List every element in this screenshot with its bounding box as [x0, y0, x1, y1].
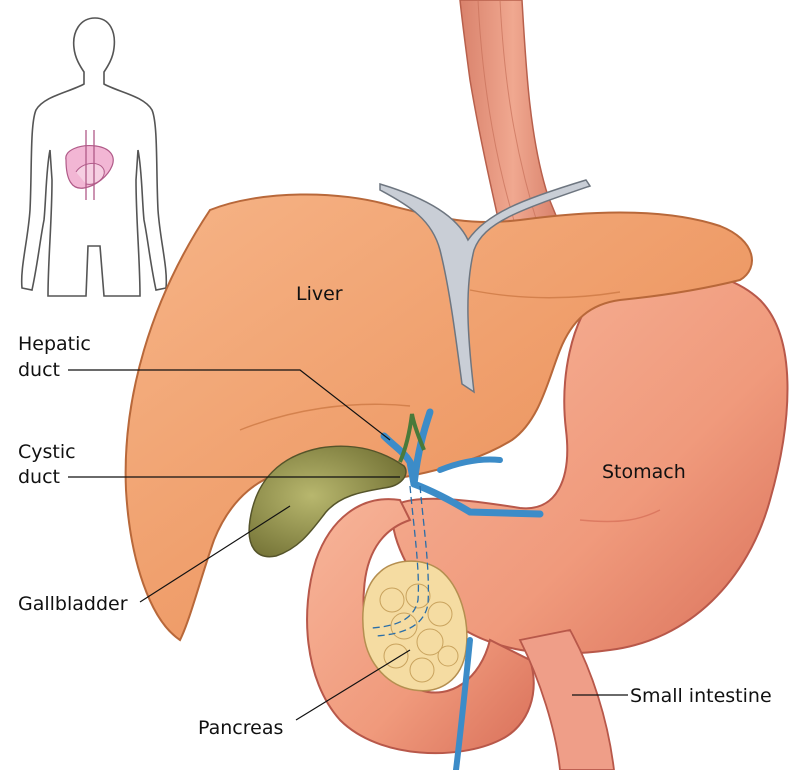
ligament	[379, 179, 592, 394]
label-liver: Liver	[296, 283, 343, 305]
stomach	[391, 269, 789, 655]
figure-organ-highlight	[65, 130, 114, 200]
liver	[124, 193, 753, 642]
gallbladder	[248, 445, 407, 558]
label-hepatic-duct-line2: duct	[18, 359, 60, 381]
label-pancreas: Pancreas	[198, 717, 284, 739]
label-stomach: Stomach	[602, 461, 686, 483]
hepatic-duct-leader	[68, 369, 391, 441]
label-small-intestine: Small intestine	[630, 685, 772, 707]
body-outline-figure	[20, 17, 168, 297]
gallbladder-leader	[139, 505, 291, 603]
body-silhouette	[20, 17, 168, 297]
label-gallbladder: Gallbladder	[18, 593, 128, 615]
label-cystic-duct-line1: Cystic	[18, 441, 76, 463]
label-hepatic-duct-line1: Hepatic	[18, 333, 91, 355]
leader-lines	[68, 369, 628, 721]
label-cystic-duct-line2: duct	[18, 466, 60, 488]
pancreas-leader	[295, 649, 411, 721]
